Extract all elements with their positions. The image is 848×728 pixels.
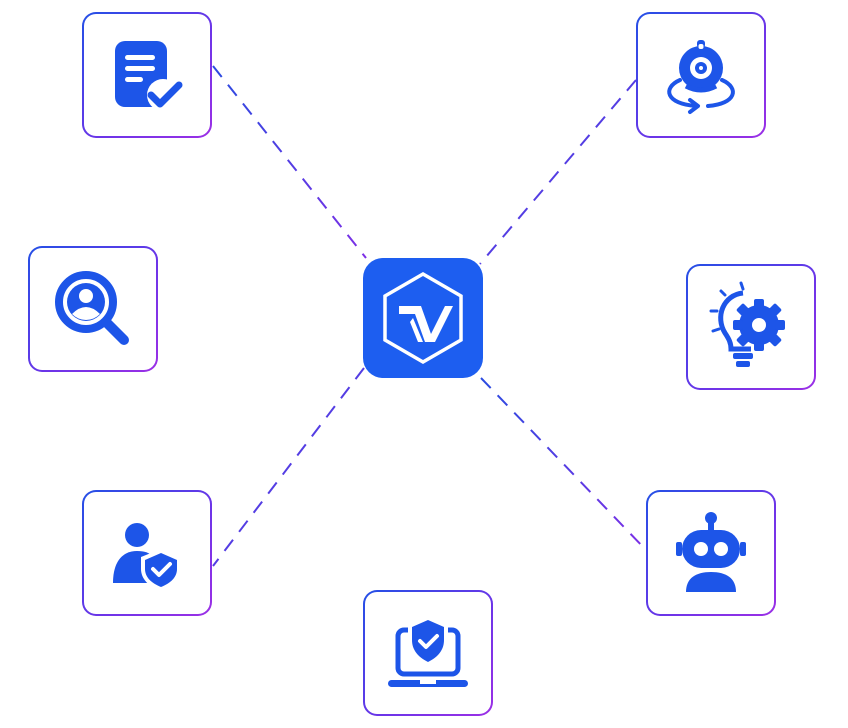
node-idea-gear	[686, 264, 816, 390]
node-camera-360	[636, 12, 766, 138]
connector-document-check	[212, 65, 367, 259]
node-robot	[646, 490, 776, 616]
hub-logo	[363, 258, 483, 378]
laptop-shield-icon	[388, 616, 468, 687]
user-shield-icon	[113, 523, 181, 591]
lightbulb-gear-icon	[709, 281, 785, 367]
robot-icon	[676, 512, 746, 592]
node-user-search	[28, 246, 158, 372]
connector-camera-360	[479, 79, 637, 265]
connector-user-shield	[212, 367, 365, 567]
node-document-check	[82, 12, 212, 138]
hexagon-v-logo-icon	[383, 271, 463, 365]
camera-360-icon	[667, 40, 735, 114]
node-laptop-shield	[363, 590, 493, 716]
connector-robot	[480, 377, 647, 551]
user-search-icon	[55, 271, 129, 345]
node-user-shield	[82, 490, 212, 616]
document-check-icon	[115, 41, 183, 111]
